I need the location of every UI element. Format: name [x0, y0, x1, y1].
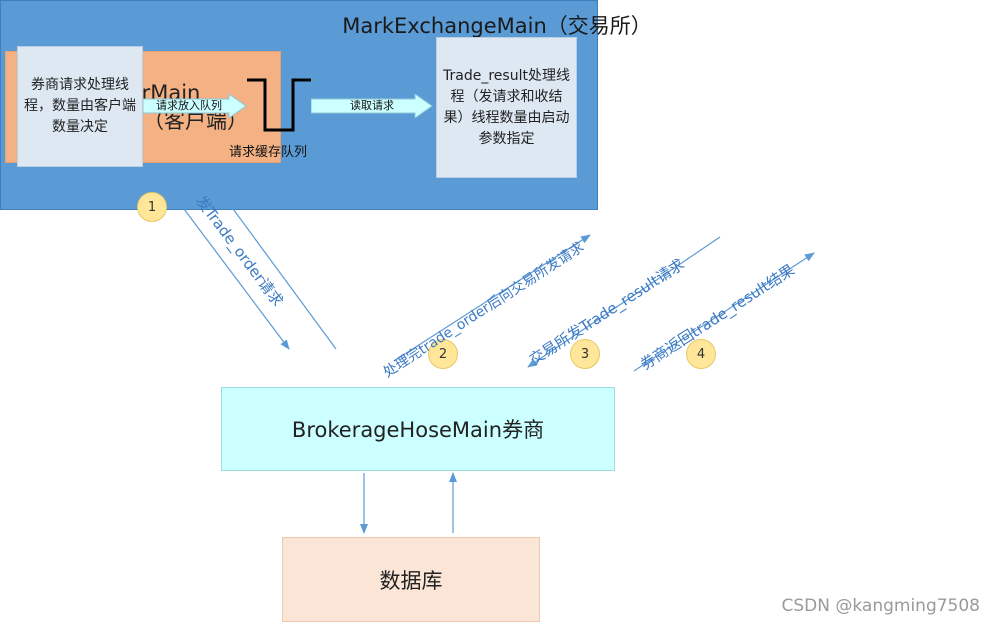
read-request-arrow: [311, 94, 433, 118]
queue-label: 请求缓存队列: [229, 145, 308, 160]
step-badge-2: 2: [428, 339, 458, 369]
arrow-exchange-to-broker: [527, 236, 721, 368]
read-request-label: 读取请求: [350, 99, 394, 112]
arrow-broker-to-exchange: [393, 234, 591, 362]
request-thread-text: 券商请求处理线程，数量由客户端数量决定: [24, 77, 136, 135]
request-thread-box: 券商请求处理线程，数量由客户端数量决定: [17, 46, 143, 167]
step-badge-4: 4: [686, 339, 716, 369]
step-badge-3: 3: [570, 339, 600, 369]
exchange-main-box: MarkExchangeMain（交易所） 券商请求处理线程，数量由客户端数量决…: [0, 0, 652, 210]
broker-label: BrokerageHoseMain券商: [291, 418, 545, 442]
database-box: 数据库: [282, 537, 540, 622]
put-queue-label: 请求放入队列: [156, 99, 222, 112]
watermark: CSDN @kangming7508: [781, 596, 980, 616]
arrow-broker-to-driver: [213, 182, 337, 350]
put-queue-arrow: [143, 94, 247, 118]
request-queue-shape: [247, 78, 311, 132]
result-thread-box: Trade_result处理线程（发请求和收结果）线程数量由启动参数指定: [436, 37, 577, 178]
arrow-order-to-broker: [165, 184, 290, 350]
arrow-result-to-exchange: [633, 252, 815, 372]
brokerage-main-box: BrokerageHoseMain券商: [221, 387, 615, 471]
database-label: 数据库: [379, 568, 443, 593]
result-thread-text: Trade_result处理线程（发请求和收结果）线程数量由启动参数指定: [443, 67, 570, 147]
step-badge-1: 1: [137, 192, 167, 222]
exchange-title: MarkExchangeMain（交易所）: [342, 14, 652, 38]
